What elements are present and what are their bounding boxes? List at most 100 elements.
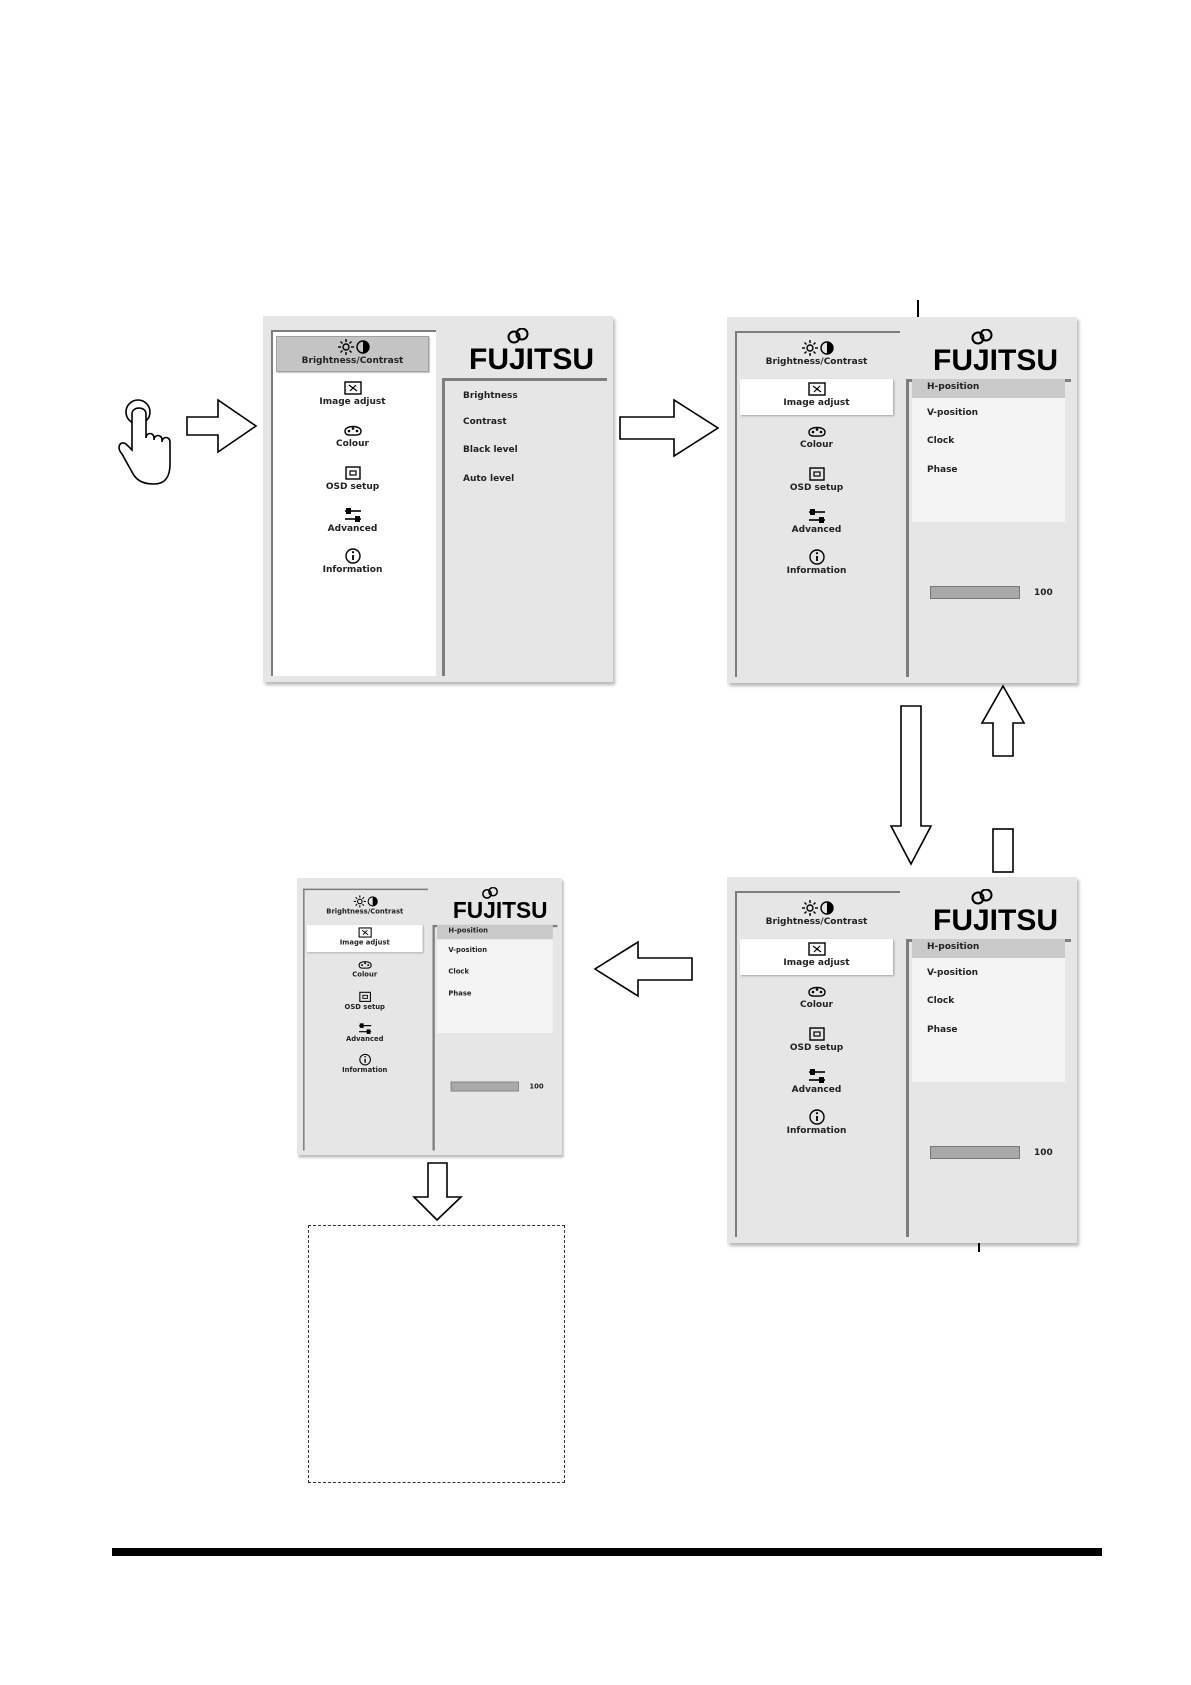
fujitsu-logo: FUJITSU: [453, 887, 547, 923]
menu-item-label: Brightness/Contrast: [765, 917, 868, 927]
value-bar[interactable]: [930, 1146, 1020, 1159]
menu-item-brightness[interactable]: Brightness/Contrast: [307, 894, 423, 921]
menu-item-label: Information: [786, 1126, 847, 1136]
sub-menu-item-brightness[interactable]: Brightness: [448, 388, 601, 407]
dashed-placeholder-box: [308, 1225, 565, 1483]
fujitsu-logo-text: FUJITSU: [453, 897, 547, 923]
brightness-contrast-icon: [740, 339, 893, 357]
sub-menu-item-h-position[interactable]: H-position: [437, 924, 553, 940]
menu-item-brightness[interactable]: Brightness/Contrast: [276, 336, 429, 372]
sub-menu-label: V-position: [927, 408, 979, 418]
sub-menu-item-h-position[interactable]: H-position: [912, 379, 1065, 398]
menu-item-label: Colour: [800, 440, 833, 450]
menu-item-label: OSD setup: [344, 1003, 385, 1012]
osd-setup-icon: [276, 464, 429, 482]
menu-item-label: Colour: [336, 439, 369, 449]
image-adjust-icon: [276, 379, 429, 397]
menu-item-advanced[interactable]: Advanced: [307, 1021, 423, 1048]
menu-item-info[interactable]: Information: [307, 1052, 423, 1079]
sub-menu-label: V-position: [448, 946, 488, 955]
menu-item-image[interactable]: Image adjust: [740, 379, 893, 415]
menu-item-brightness[interactable]: Brightness/Contrast: [740, 338, 893, 374]
sub-menu-label: Phase: [448, 990, 472, 998]
menu-item-label: OSD setup: [789, 483, 844, 493]
menu-item-label: Brightness/Contrast: [326, 908, 404, 916]
sub-menu-label: Brightness: [463, 391, 518, 401]
menu-item-osd[interactable]: OSD setup: [740, 1024, 893, 1060]
brightness-contrast-icon: [277, 338, 428, 356]
sub-menu-label: Black level: [463, 445, 518, 455]
menu-item-label: Advanced: [791, 525, 842, 535]
information-icon: [740, 548, 893, 566]
menu-item-advanced[interactable]: Advanced: [276, 505, 429, 541]
menu-item-label: OSD setup: [789, 1043, 844, 1053]
menu-item-osd[interactable]: OSD setup: [276, 463, 429, 499]
value-bar-number: 100: [1034, 588, 1053, 598]
sub-menu-item-black-level[interactable]: Black level: [448, 442, 601, 461]
sub-menu-item-clock[interactable]: Clock: [912, 993, 1065, 1012]
sub-menu-item-h-position[interactable]: H-position: [912, 939, 1065, 958]
menu-item-osd[interactable]: OSD setup: [307, 989, 423, 1016]
menu-item-image[interactable]: Image adjust: [276, 378, 429, 414]
sub-menu-item-phase[interactable]: Phase: [912, 1022, 1065, 1041]
sub-menu-box: [437, 936, 553, 1034]
sub-menu-item-auto-level[interactable]: Auto level: [448, 471, 601, 490]
menu-item-brightness[interactable]: Brightness/Contrast: [740, 898, 893, 934]
sub-menu-box: [912, 394, 1065, 522]
menu-item-label: Image adjust: [783, 398, 850, 408]
menu-item-colour[interactable]: Colour: [307, 957, 423, 984]
fujitsu-logo: FUJITSU: [469, 328, 593, 376]
sub-menu-item-v-position[interactable]: V-position: [912, 965, 1065, 984]
colour-palette-icon: [276, 421, 429, 439]
sub-menu-item-clock[interactable]: Clock: [437, 966, 553, 980]
menu-item-osd[interactable]: OSD setup: [740, 464, 893, 500]
arrow-up-right-column: [980, 684, 1026, 757]
menu-item-info[interactable]: Information: [740, 547, 893, 583]
menu-item-colour[interactable]: Colour: [276, 420, 429, 456]
menu-item-label: Colour: [352, 971, 378, 979]
arrow-down-right-column: [889, 705, 933, 866]
brightness-contrast-icon: [307, 895, 423, 909]
menu-item-label: Advanced: [345, 1035, 384, 1044]
information-icon: [740, 1108, 893, 1126]
menu-item-colour[interactable]: Colour: [740, 981, 893, 1017]
menu-item-label: Information: [322, 565, 383, 575]
arrow-right-2: [619, 398, 720, 458]
menu-item-label: Advanced: [327, 524, 378, 534]
value-bar[interactable]: [450, 1081, 519, 1092]
osd-sub-menu-area: [442, 378, 607, 676]
sub-menu-item-phase[interactable]: Phase: [437, 988, 553, 1002]
osd-setup-icon: [740, 465, 893, 483]
menu-item-image[interactable]: Image adjust: [306, 924, 423, 953]
menu-item-info[interactable]: Information: [276, 546, 429, 582]
arrow-right-1: [186, 398, 258, 454]
sub-menu-label: Auto level: [463, 474, 515, 484]
colour-palette-icon: [307, 957, 423, 971]
menu-item-label: Image adjust: [339, 939, 390, 947]
menu-item-label: OSD setup: [325, 482, 380, 492]
value-bar[interactable]: [930, 586, 1020, 599]
sub-menu-item-clock[interactable]: Clock: [912, 433, 1065, 452]
menu-item-advanced[interactable]: Advanced: [740, 1066, 893, 1102]
menu-item-advanced[interactable]: Advanced: [740, 506, 893, 542]
menu-item-image[interactable]: Image adjust: [740, 939, 893, 975]
fujitsu-logo-text: FUJITSU: [933, 344, 1057, 377]
advanced-sliders-icon: [740, 1067, 893, 1085]
fujitsu-logo: FUJITSU: [933, 889, 1057, 937]
sub-menu-item-contrast[interactable]: Contrast: [448, 414, 601, 433]
colour-palette-icon: [740, 982, 893, 1000]
menu-item-colour[interactable]: Colour: [740, 421, 893, 457]
sub-menu-item-v-position[interactable]: V-position: [912, 405, 1065, 424]
menu-item-info[interactable]: Information: [740, 1107, 893, 1143]
sub-menu-item-v-position[interactable]: V-position: [437, 945, 553, 959]
footer-rule: [112, 1548, 1102, 1556]
sub-menu-item-phase[interactable]: Phase: [912, 462, 1065, 481]
sub-menu-box: [912, 954, 1065, 1082]
value-bar-number: 100: [529, 1083, 544, 1091]
brightness-contrast-icon: [740, 899, 893, 917]
sub-menu-label: Clock: [927, 996, 955, 1006]
